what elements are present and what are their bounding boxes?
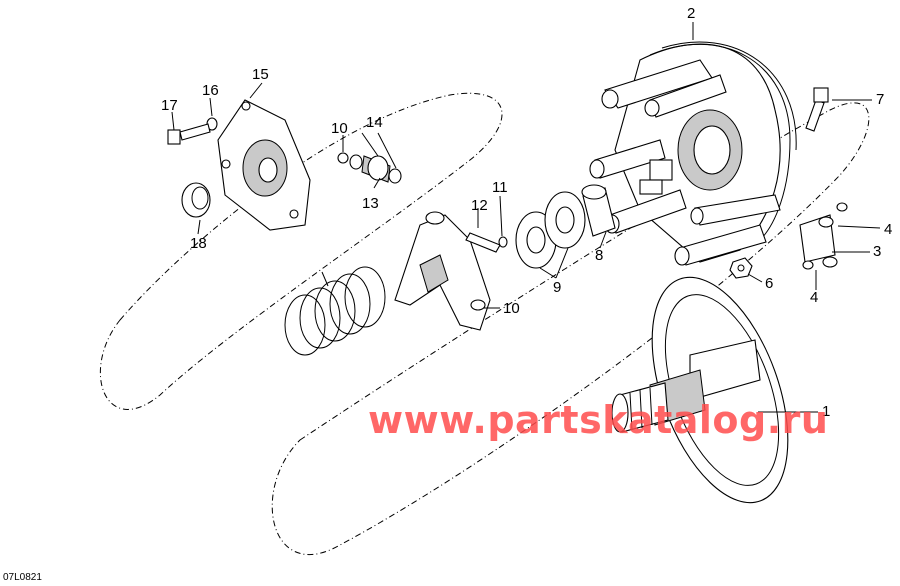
part-10-bushings-small	[337, 152, 349, 164]
part-8-washers	[515, 191, 586, 269]
part-18-spring	[284, 266, 386, 356]
part-3-bracket	[799, 214, 838, 268]
callout-10b: 11	[492, 179, 508, 196]
callout-8: 9	[553, 279, 562, 296]
callout-16: 17	[161, 97, 178, 114]
callout-2: 2	[687, 5, 696, 22]
callout-14: 15	[252, 66, 269, 83]
part-17-cap	[181, 182, 211, 218]
callout-4a: 4	[884, 221, 893, 238]
part-7-bushing	[581, 184, 616, 237]
part-6-nut	[729, 257, 753, 279]
callout-12: 13	[362, 195, 379, 212]
callout-11: 12	[471, 197, 488, 214]
part-16-bolt	[167, 123, 211, 145]
leader-lines	[171, 22, 881, 413]
assembly-envelope-lower	[271, 102, 870, 555]
part-14-cover	[217, 99, 311, 231]
callout-4b: 4	[810, 289, 819, 306]
part-5-screw	[805, 87, 829, 132]
watermark-text: www.partskatalog.ru	[368, 398, 829, 442]
part-1-fixed-sheave	[611, 276, 789, 504]
part-9-spider	[394, 211, 491, 331]
callout-7: 8	[595, 247, 604, 264]
part-4-spacers	[802, 202, 848, 270]
callout-10a: 10	[331, 120, 348, 137]
part-11-pin	[465, 232, 508, 253]
callout-17: 18	[190, 235, 207, 252]
callout-15: 16	[202, 82, 219, 99]
part-2-housing	[589, 41, 797, 266]
callout-5: 7	[876, 91, 885, 108]
callout-3: 3	[873, 243, 882, 260]
callout-13: 14	[366, 114, 383, 131]
callout-9: 10	[503, 300, 520, 317]
part-13-roller-set	[349, 154, 402, 184]
drawing-code: 07L0821	[3, 572, 42, 583]
callout-6: 6	[765, 275, 774, 292]
callout-1: 1	[822, 403, 831, 420]
